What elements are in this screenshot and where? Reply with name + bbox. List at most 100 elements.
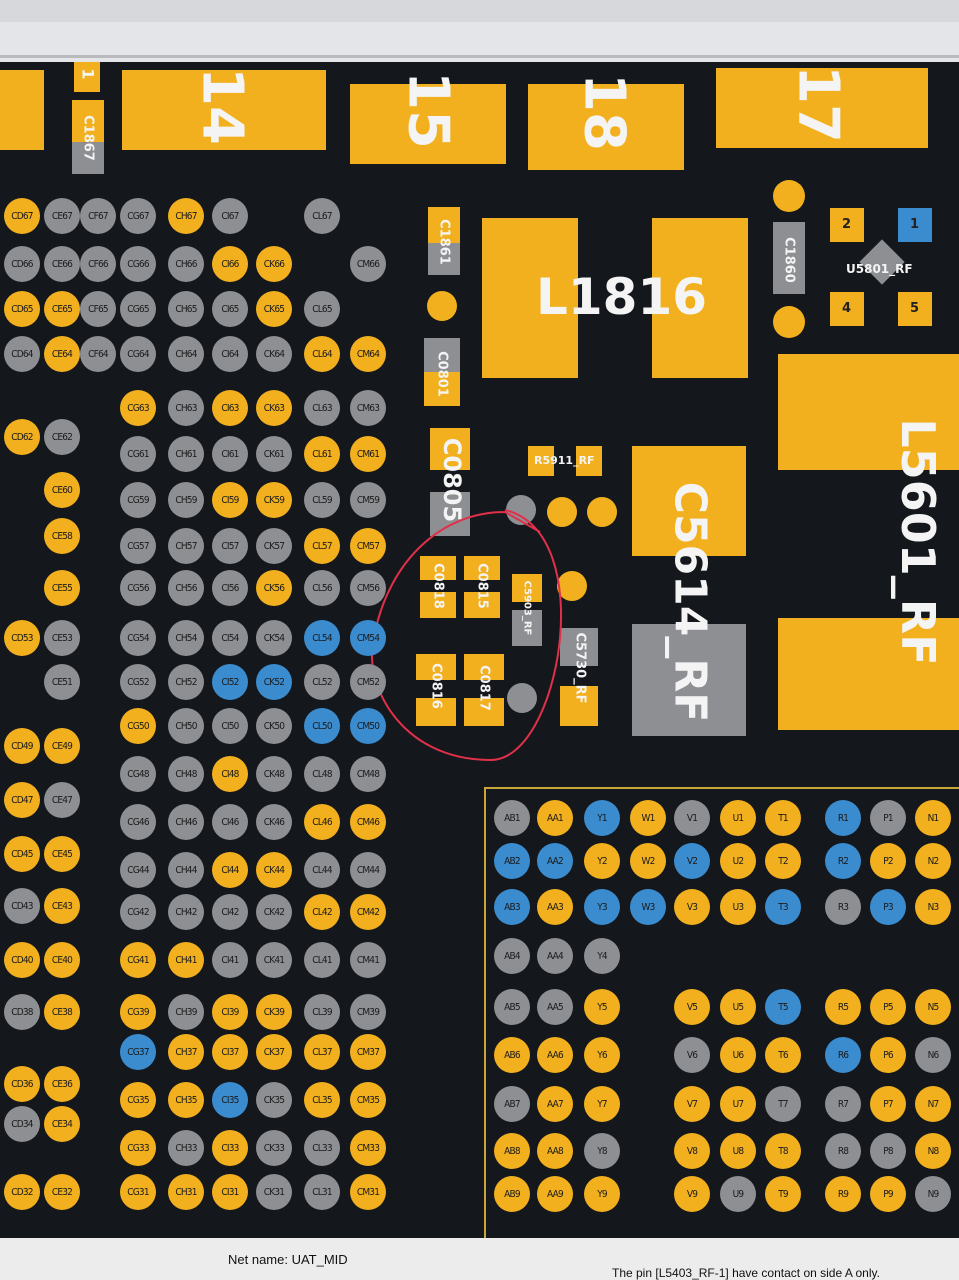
ball-pad-y4[interactable]: Y4	[584, 938, 620, 974]
ball-pad-cm44[interactable]: CM44	[350, 852, 386, 888]
ball-pad-cl39[interactable]: CL39	[304, 994, 340, 1030]
ball-pad-ab7[interactable]: AB7	[494, 1086, 530, 1122]
ball-pad-ci56[interactable]: CI56	[212, 570, 248, 606]
c1860-pad-top[interactable]	[773, 180, 805, 212]
ball-pad-ce32[interactable]: CE32	[44, 1174, 80, 1210]
c5730-pad-bottom[interactable]	[560, 686, 598, 726]
ball-pad-cf64[interactable]: CF64	[80, 336, 116, 372]
ball-pad-cg59[interactable]: CG59	[120, 482, 156, 518]
ball-pad-aa3[interactable]: AA3	[537, 889, 573, 925]
ball-pad-cg39[interactable]: CG39	[120, 994, 156, 1030]
ball-pad-ck41[interactable]: CK41	[256, 942, 292, 978]
pad-15[interactable]	[350, 84, 506, 164]
ball-pad-cl54[interactable]: CL54	[304, 620, 340, 656]
ball-pad-ce51[interactable]: CE51	[44, 664, 80, 700]
ball-pad-ch48[interactable]: CH48	[168, 756, 204, 792]
ball-pad-r9[interactable]: R9	[825, 1176, 861, 1212]
ball-pad-cl41[interactable]: CL41	[304, 942, 340, 978]
c5730-pad-top[interactable]	[560, 628, 598, 666]
ball-pad-ce36[interactable]: CE36	[44, 1066, 80, 1102]
ball-pad-cg42[interactable]: CG42	[120, 894, 156, 930]
ball-pad-ci66[interactable]: CI66	[212, 246, 248, 282]
ball-pad-t8[interactable]: T8	[765, 1133, 801, 1169]
ball-pad-ce38[interactable]: CE38	[44, 994, 80, 1030]
ball-pad-cg46[interactable]: CG46	[120, 804, 156, 840]
ball-pad-t2[interactable]: T2	[765, 843, 801, 879]
ball-pad-ch57[interactable]: CH57	[168, 528, 204, 564]
ball-pad-ce58[interactable]: CE58	[44, 518, 80, 554]
ball-pad-cg54[interactable]: CG54	[120, 620, 156, 656]
ball-pad-ce53[interactable]: CE53	[44, 620, 80, 656]
ball-pad-ck52[interactable]: CK52	[256, 664, 292, 700]
ball-pad-cm37[interactable]: CM37	[350, 1034, 386, 1070]
ball-pad-cl64[interactable]: CL64	[304, 336, 340, 372]
ball-pad-t5[interactable]: T5	[765, 989, 801, 1025]
ball-pad-y2[interactable]: Y2	[584, 843, 620, 879]
ball-pad-cm63[interactable]: CM63	[350, 390, 386, 426]
ball-pad-ci63[interactable]: CI63	[212, 390, 248, 426]
ball-pad-cm52[interactable]: CM52	[350, 664, 386, 700]
ball-pad-ce45[interactable]: CE45	[44, 836, 80, 872]
ball-pad-cg52[interactable]: CG52	[120, 664, 156, 700]
ball-pad-ci54[interactable]: CI54	[212, 620, 248, 656]
ball-pad-p2[interactable]: P2	[870, 843, 906, 879]
ball-pad-aa4[interactable]: AA4	[537, 938, 573, 974]
ball-pad-cl65[interactable]: CL65	[304, 291, 340, 327]
ball-pad-t3[interactable]: T3	[765, 889, 801, 925]
ball-pad-cm66[interactable]: CM66	[350, 246, 386, 282]
ball-pad-ch41[interactable]: CH41	[168, 942, 204, 978]
ball-pad-ce47[interactable]: CE47	[44, 782, 80, 818]
ball-pad-ci61[interactable]: CI61	[212, 436, 248, 472]
ball-pad-cd49[interactable]: CD49	[4, 728, 40, 764]
ball-pad-cl42[interactable]: CL42	[304, 894, 340, 930]
ball-pad-cm41[interactable]: CM41	[350, 942, 386, 978]
ball-pad-p1[interactable]: P1	[870, 800, 906, 836]
ball-pad-ce67[interactable]: CE67	[44, 198, 80, 234]
ball-pad-ch39[interactable]: CH39	[168, 994, 204, 1030]
ball-pad-ck37[interactable]: CK37	[256, 1034, 292, 1070]
ball-pad-cg31[interactable]: CG31	[120, 1174, 156, 1210]
ball-pad-cm42[interactable]: CM42	[350, 894, 386, 930]
ball-pad-ck39[interactable]: CK39	[256, 994, 292, 1030]
ball-pad-ck33[interactable]: CK33	[256, 1130, 292, 1166]
ball-pad-cm48[interactable]: CM48	[350, 756, 386, 792]
ball-pad-ck66[interactable]: CK66	[256, 246, 292, 282]
ball-pad-u8[interactable]: U8	[720, 1133, 756, 1169]
ball-pad-cg56[interactable]: CG56	[120, 570, 156, 606]
c1867-pad-bottom[interactable]	[72, 142, 104, 174]
ball-pad-cd67[interactable]: CD67	[4, 198, 40, 234]
ball-pad-ch64[interactable]: CH64	[168, 336, 204, 372]
ball-pad-v7[interactable]: V7	[674, 1086, 710, 1122]
ball-pad-aa7[interactable]: AA7	[537, 1086, 573, 1122]
ball-pad-cl44[interactable]: CL44	[304, 852, 340, 888]
ball-pad-cg65[interactable]: CG65	[120, 291, 156, 327]
ball-pad-n5[interactable]: N5	[915, 989, 951, 1025]
ball-pad-y7[interactable]: Y7	[584, 1086, 620, 1122]
l5601-pad-top[interactable]	[778, 354, 959, 470]
ball-pad-ci59[interactable]: CI59	[212, 482, 248, 518]
ball-pad-aa8[interactable]: AA8	[537, 1133, 573, 1169]
ball-pad-n6[interactable]: N6	[915, 1037, 951, 1073]
ball-pad-cl33[interactable]: CL33	[304, 1130, 340, 1166]
c1860-body[interactable]	[773, 222, 805, 294]
ball-pad-cm46[interactable]: CM46	[350, 804, 386, 840]
ball-pad-ce65[interactable]: CE65	[44, 291, 80, 327]
ball-pad-w2[interactable]: W2	[630, 843, 666, 879]
ball-pad-ab4[interactable]: AB4	[494, 938, 530, 974]
round-pad[interactable]	[557, 571, 587, 601]
c1867-pad-top[interactable]	[72, 100, 104, 142]
ball-pad-y8[interactable]: Y8	[584, 1133, 620, 1169]
ball-pad-w3[interactable]: W3	[630, 889, 666, 925]
ball-pad-cd40[interactable]: CD40	[4, 942, 40, 978]
ball-pad-u6[interactable]: U6	[720, 1037, 756, 1073]
ball-pad-t1[interactable]: T1	[765, 800, 801, 836]
ball-pad-y1[interactable]: Y1	[584, 800, 620, 836]
ball-pad-r8[interactable]: R8	[825, 1133, 861, 1169]
ball-pad-t9[interactable]: T9	[765, 1176, 801, 1212]
l1816-pad-left[interactable]	[482, 218, 578, 378]
ball-pad-cm64[interactable]: CM64	[350, 336, 386, 372]
ball-pad-v9[interactable]: V9	[674, 1176, 710, 1212]
ball-pad-ck48[interactable]: CK48	[256, 756, 292, 792]
ball-pad-ck63[interactable]: CK63	[256, 390, 292, 426]
ball-pad-ci48[interactable]: CI48	[212, 756, 248, 792]
